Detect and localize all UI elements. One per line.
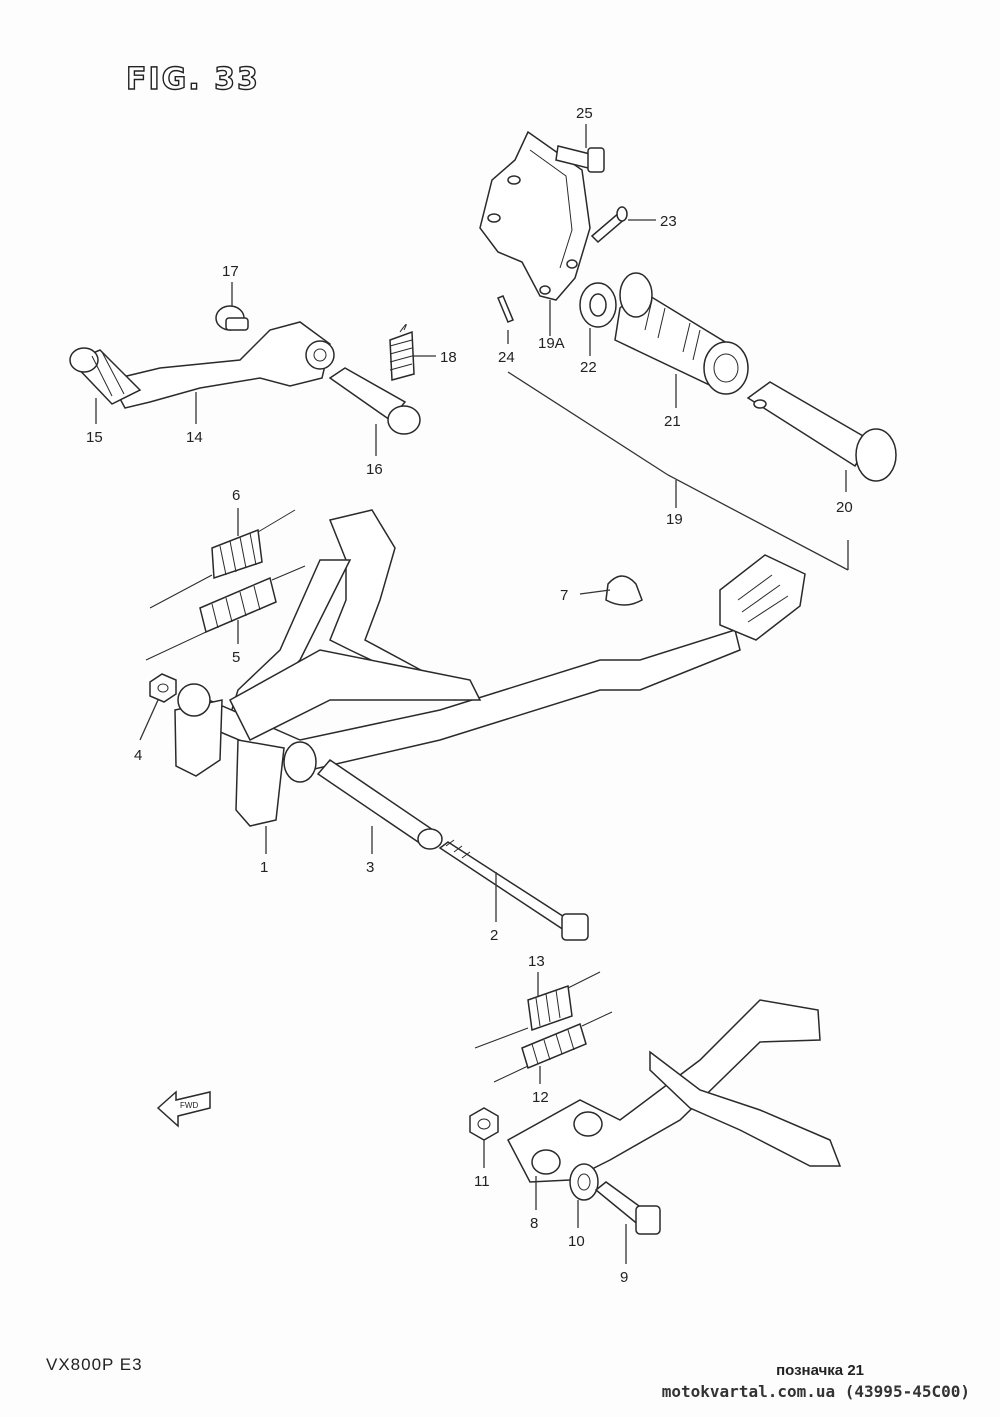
callout-numbers: 25 23 17 18 24 19A 22 21 15 14 16 20 19 … xyxy=(86,105,853,1286)
callout-25: 25 xyxy=(576,105,593,122)
callout-24: 24 xyxy=(498,349,515,366)
shaft-16 xyxy=(328,367,421,435)
callout-18: 18 xyxy=(440,349,457,366)
pipe-3 xyxy=(316,759,443,850)
washer-22 xyxy=(579,282,617,328)
spring-18 xyxy=(389,324,415,381)
leader-lines xyxy=(95,124,847,1264)
footer-label: позначка 21 xyxy=(776,1362,864,1379)
side-stand-8 xyxy=(506,999,842,1183)
callout-12: 12 xyxy=(532,1089,549,1106)
bolt-9 xyxy=(594,1181,661,1235)
callout-9: 9 xyxy=(620,1269,628,1286)
cotter-pin-24 xyxy=(497,295,514,323)
spring-13 xyxy=(474,971,601,1049)
model-code: VX800P E3 xyxy=(46,1355,143,1374)
callout-11: 11 xyxy=(474,1173,490,1190)
cap-7 xyxy=(605,575,643,606)
footpeg-20 xyxy=(746,381,897,482)
callout-4: 4 xyxy=(134,747,142,764)
callout-16: 16 xyxy=(366,461,383,478)
callout-13: 13 xyxy=(528,953,545,970)
callout-2: 2 xyxy=(490,927,498,944)
callout-21: 21 xyxy=(664,413,681,430)
callout-8: 8 xyxy=(530,1215,538,1232)
bolt-17 xyxy=(215,305,249,331)
callout-15: 15 xyxy=(86,429,103,446)
front-arrow-label: FWD xyxy=(180,1101,198,1110)
callout-19: 19 xyxy=(666,511,683,528)
callout-3: 3 xyxy=(366,859,374,876)
callout-1: 1 xyxy=(260,859,268,876)
callout-7: 7 xyxy=(560,587,568,604)
callout-22: 22 xyxy=(580,359,597,376)
nut-4 xyxy=(149,673,177,703)
callout-17: 17 xyxy=(222,263,239,280)
bolt-2 xyxy=(438,839,589,941)
callout-19A: 19A xyxy=(538,335,565,352)
callout-10: 10 xyxy=(568,1233,585,1250)
callout-23: 23 xyxy=(660,213,677,230)
nut-11 xyxy=(469,1107,499,1141)
footpeg-rubber-21 xyxy=(614,272,749,395)
front-direction-arrow xyxy=(156,1090,211,1128)
bolt-25 xyxy=(555,145,605,173)
center-stand xyxy=(174,509,806,827)
pin-23 xyxy=(590,206,628,244)
spring-12 xyxy=(493,1011,613,1083)
footer-site: motokvartal.com.ua (43995-45C00) xyxy=(661,1382,970,1401)
shift-peg-rubber-15 xyxy=(69,347,142,405)
callout-20: 20 xyxy=(836,499,853,516)
spring-5 xyxy=(145,565,306,661)
spring-6 xyxy=(149,509,296,609)
callout-14: 14 xyxy=(186,429,203,446)
shift-lever-14 xyxy=(108,321,335,409)
washer-10 xyxy=(569,1163,599,1201)
callout-6: 6 xyxy=(232,487,240,504)
callout-5: 5 xyxy=(232,649,240,666)
footrest-bracket xyxy=(479,130,591,301)
figure-title: FIG. 33 xyxy=(125,61,260,97)
